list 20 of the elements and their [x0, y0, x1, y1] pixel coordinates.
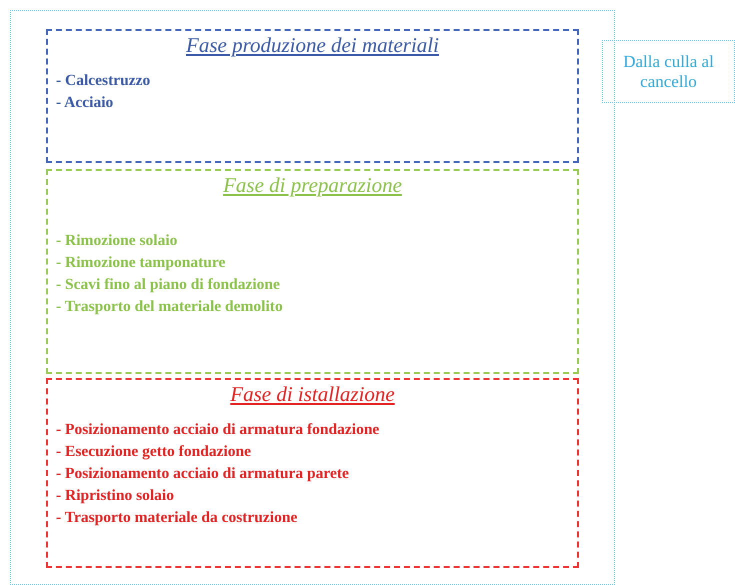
list-item: - Rimozione solaio [56, 232, 178, 250]
list-item: - Ripristino solaio [56, 487, 174, 505]
list-item: - Posizionamento acciaio di armatura parete [56, 465, 349, 483]
list-item: - Posizionamento acciaio di armatura fondazione [56, 421, 380, 439]
list-item: - Acciaio [56, 94, 114, 112]
phase-box [46, 29, 579, 163]
list-item: - Trasporto del materiale demolito [56, 298, 283, 316]
note-box [602, 40, 735, 103]
section-heading: Fase di preparazione [223, 173, 402, 198]
list-item: - Rimozione tamponature [56, 254, 226, 272]
list-item: - Calcestruzzo [56, 72, 150, 90]
list-item: - Trasporto materiale da costruzione [56, 509, 298, 527]
phase-box [46, 378, 579, 568]
frame-border [10, 10, 615, 585]
list-item: - Esecuzione getto fondazione [56, 443, 252, 461]
section-heading: Fase produzione dei materiali [186, 33, 439, 58]
phase-box [46, 169, 579, 374]
list-item: - Scavi fino al piano di fondazione [56, 276, 280, 294]
scope-note: Dalla culla al cancello [622, 52, 715, 92]
section-heading: Fase di istallazione [230, 382, 395, 407]
